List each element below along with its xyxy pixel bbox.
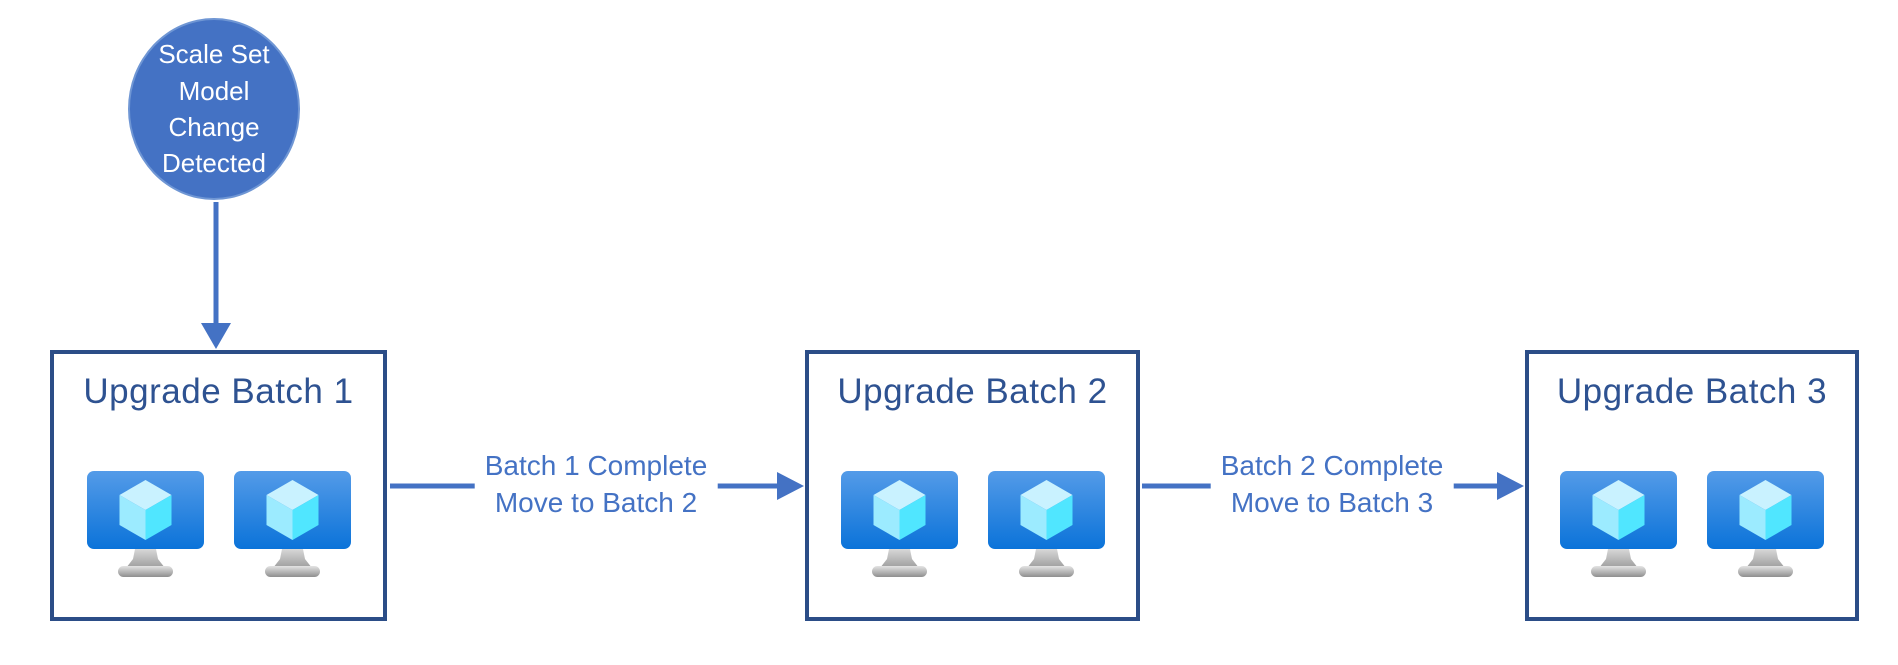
transition-label-1: Batch 1 Complete Move to Batch 2 bbox=[474, 446, 718, 524]
vm-icon-row-2 bbox=[809, 471, 1136, 583]
batch-box-1: Upgrade Batch 1 bbox=[50, 350, 387, 621]
arrow-model-change-to-batch1 bbox=[201, 202, 231, 349]
vm-icon-row-3 bbox=[1529, 471, 1855, 583]
transition-label-2: Batch 2 Complete Move to Batch 3 bbox=[1210, 446, 1454, 524]
azure-vm-icon bbox=[234, 471, 351, 583]
vm-icon-row-1 bbox=[54, 471, 383, 583]
batch-title-2: Upgrade Batch 2 bbox=[837, 372, 1108, 411]
azure-vm-icon bbox=[841, 471, 958, 583]
azure-vm-icon bbox=[988, 471, 1105, 583]
batch-title-3: Upgrade Batch 3 bbox=[1556, 372, 1828, 411]
azure-vm-icon bbox=[87, 471, 204, 583]
trigger-label: Scale Set Model Change Detected bbox=[158, 39, 270, 179]
azure-vm-icon bbox=[1707, 471, 1824, 583]
batch-box-2: Upgrade Batch 2 bbox=[805, 350, 1140, 621]
batch-box-3: Upgrade Batch 3 bbox=[1525, 350, 1859, 621]
trigger-node: Scale Set Model Change Detected bbox=[128, 18, 300, 200]
azure-vm-icon bbox=[1560, 471, 1677, 583]
batch-title-1: Upgrade Batch 1 bbox=[83, 372, 354, 411]
